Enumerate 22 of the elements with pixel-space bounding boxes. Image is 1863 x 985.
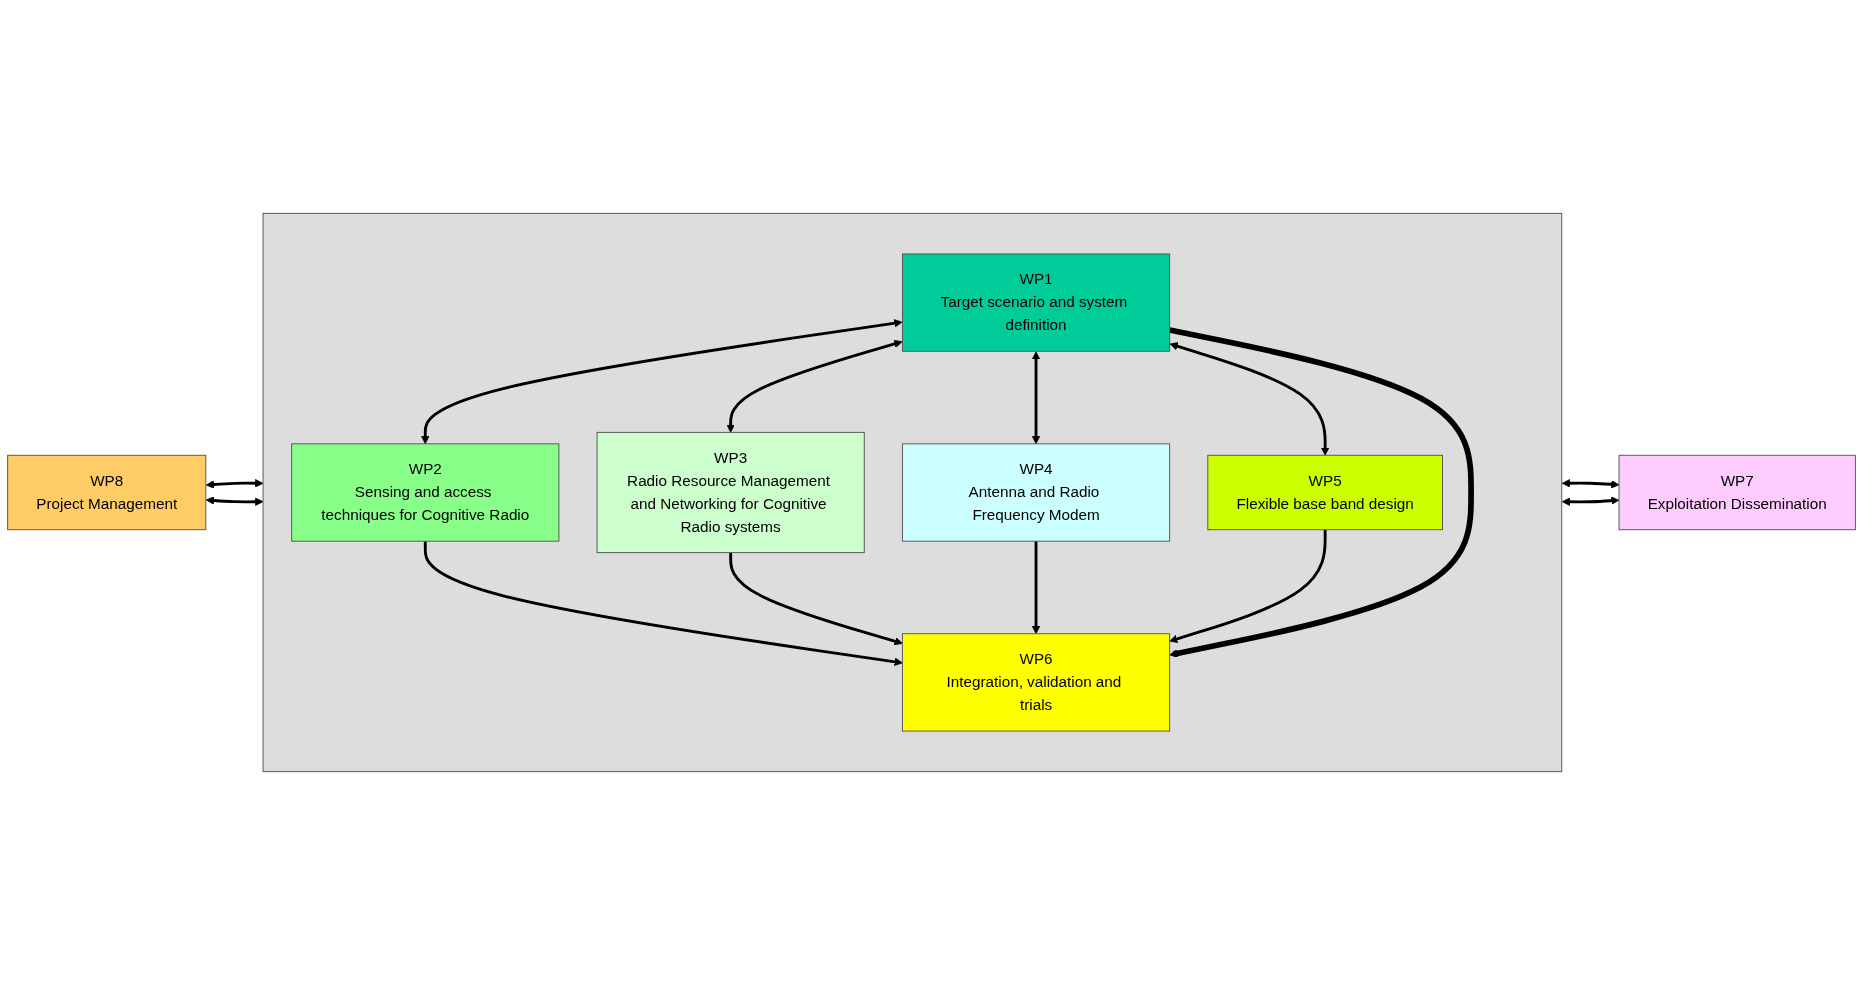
arrow: [726, 339, 903, 433]
node-box: WP4 Antenna and Radio Frequency Modem: [901, 443, 1171, 542]
node-box: WP8 Project Management: [7, 454, 207, 531]
node-box: WP3 Radio Resource Management and Networking for Cognitive Radio systems: [596, 431, 865, 554]
arrow: [421, 319, 903, 445]
node-box: WP1 Target scenario and system definition: [901, 253, 1171, 352]
arrow: [205, 479, 264, 489]
arrow: [205, 496, 264, 506]
node-box: WP2 Sensing and access techniques for Cognitive Radio: [291, 443, 560, 542]
arrow: [1169, 342, 1330, 456]
node-box: WP6 Integration, validation and trials: [901, 633, 1171, 732]
node-box: WP5 Flexible base band design: [1207, 454, 1443, 531]
arrow: [1169, 327, 1474, 658]
arrow: [1031, 541, 1041, 635]
cluster: [262, 212, 1563, 773]
arrow: [423, 541, 903, 666]
arrow: [1561, 496, 1620, 506]
arrow: [729, 552, 903, 646]
arrow: [1561, 479, 1620, 489]
arrow: [1031, 351, 1041, 445]
node-box: WP7 Exploitation Dissemination: [1618, 454, 1856, 531]
arrow: [1169, 529, 1327, 643]
